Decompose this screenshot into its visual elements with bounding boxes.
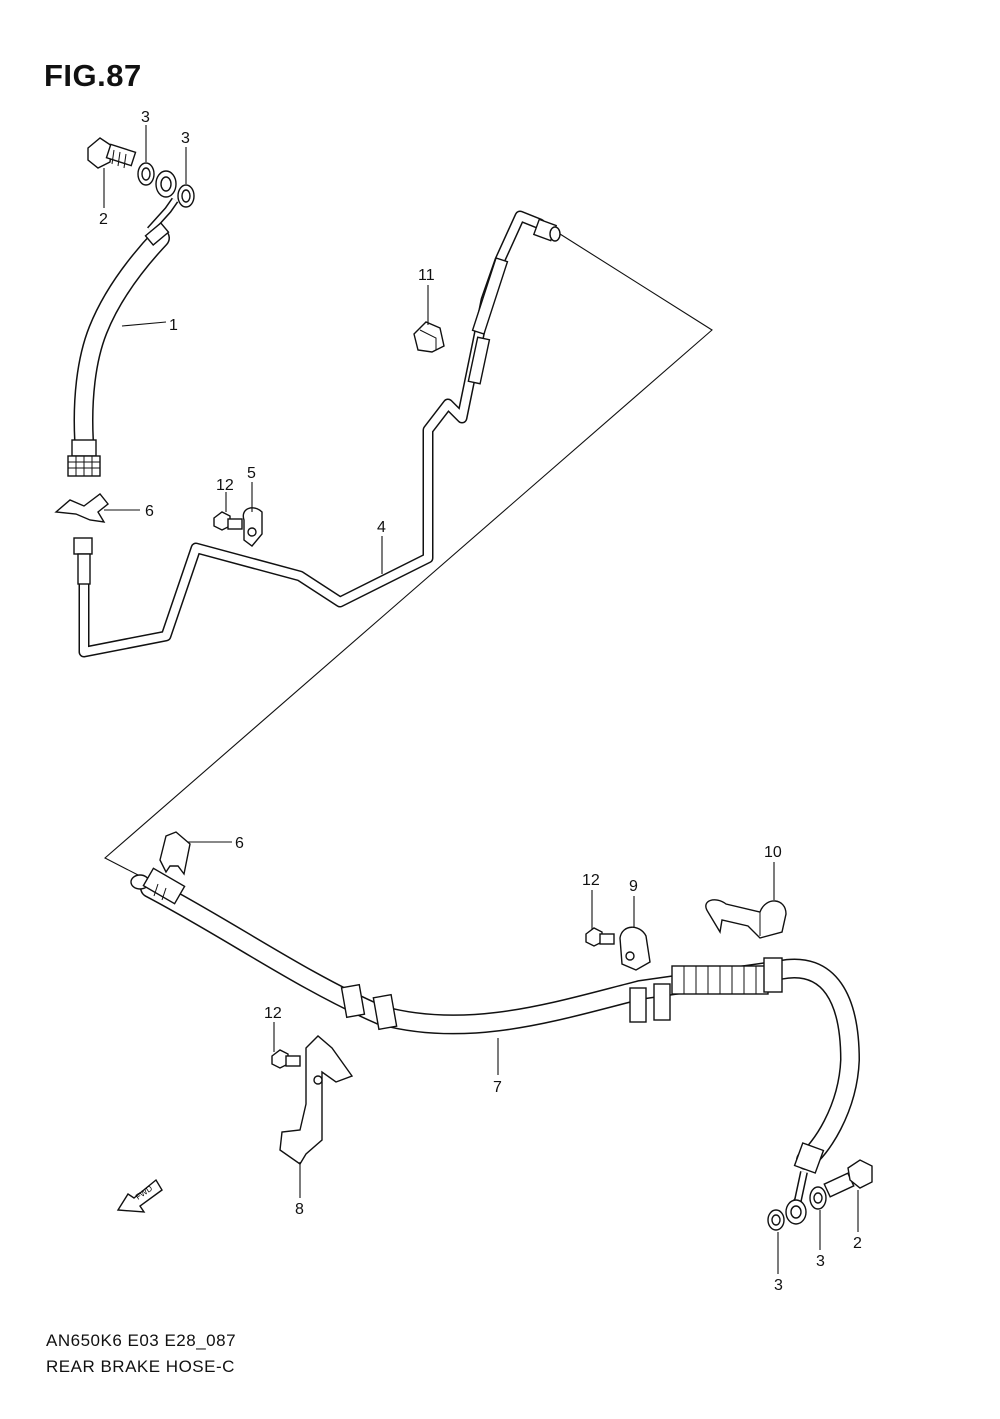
leader-lines: [103, 125, 859, 1274]
callout-5: 5: [247, 465, 256, 482]
part-9-clamp: [619, 926, 651, 971]
callout-labels: 3 3 2 1 11 12 5 6 4 6 10 12 9 12 7 8 2 3…: [99, 109, 862, 1294]
part-12-upper-screw: [213, 511, 243, 531]
callout-2: 2: [99, 211, 108, 228]
part-12-middle-screw: [585, 927, 615, 947]
callout-10: 10: [764, 844, 782, 861]
callout-3: 3: [181, 130, 190, 147]
callout-12: 12: [264, 1005, 282, 1022]
figure-code: AN650K6 E03 E28_087: [46, 1331, 237, 1350]
callout-6: 6: [145, 503, 154, 520]
figure-name: REAR BRAKE HOSE-C: [46, 1357, 235, 1376]
callout-6: 6: [235, 835, 244, 852]
callout-12: 12: [216, 477, 234, 494]
part-12-lower-screw: [271, 1049, 301, 1069]
forward-direction-arrow: FWD: [116, 1178, 163, 1213]
callout-1: 1: [169, 317, 178, 334]
part-5-clamp: [242, 507, 263, 547]
figure-title: FIG.87: [44, 58, 142, 93]
lower-banjo-bolt-assembly: [767, 1159, 873, 1231]
part-8-bracket: [279, 1035, 354, 1166]
callout-11: 11: [418, 267, 435, 284]
callout-12: 12: [582, 872, 600, 889]
part-10-bracket: [705, 899, 787, 939]
part-6-lower-clip: [159, 831, 191, 876]
callout-2: 2: [853, 1235, 862, 1252]
callout-3: 3: [141, 109, 150, 126]
callout-3: 3: [816, 1253, 825, 1270]
part-1-brake-hose: [67, 197, 179, 477]
callout-7: 7: [493, 1079, 502, 1096]
part-6-upper-clip: [54, 493, 109, 523]
callout-8: 8: [295, 1201, 304, 1218]
part-4-brake-pipe: [73, 210, 561, 658]
connection-line: [104, 233, 713, 877]
callout-4: 4: [377, 519, 386, 536]
callout-3: 3: [774, 1277, 783, 1294]
callout-9: 9: [629, 878, 638, 895]
upper-banjo-bolt-assembly: [87, 137, 195, 208]
part-11-clamp: [413, 321, 445, 353]
